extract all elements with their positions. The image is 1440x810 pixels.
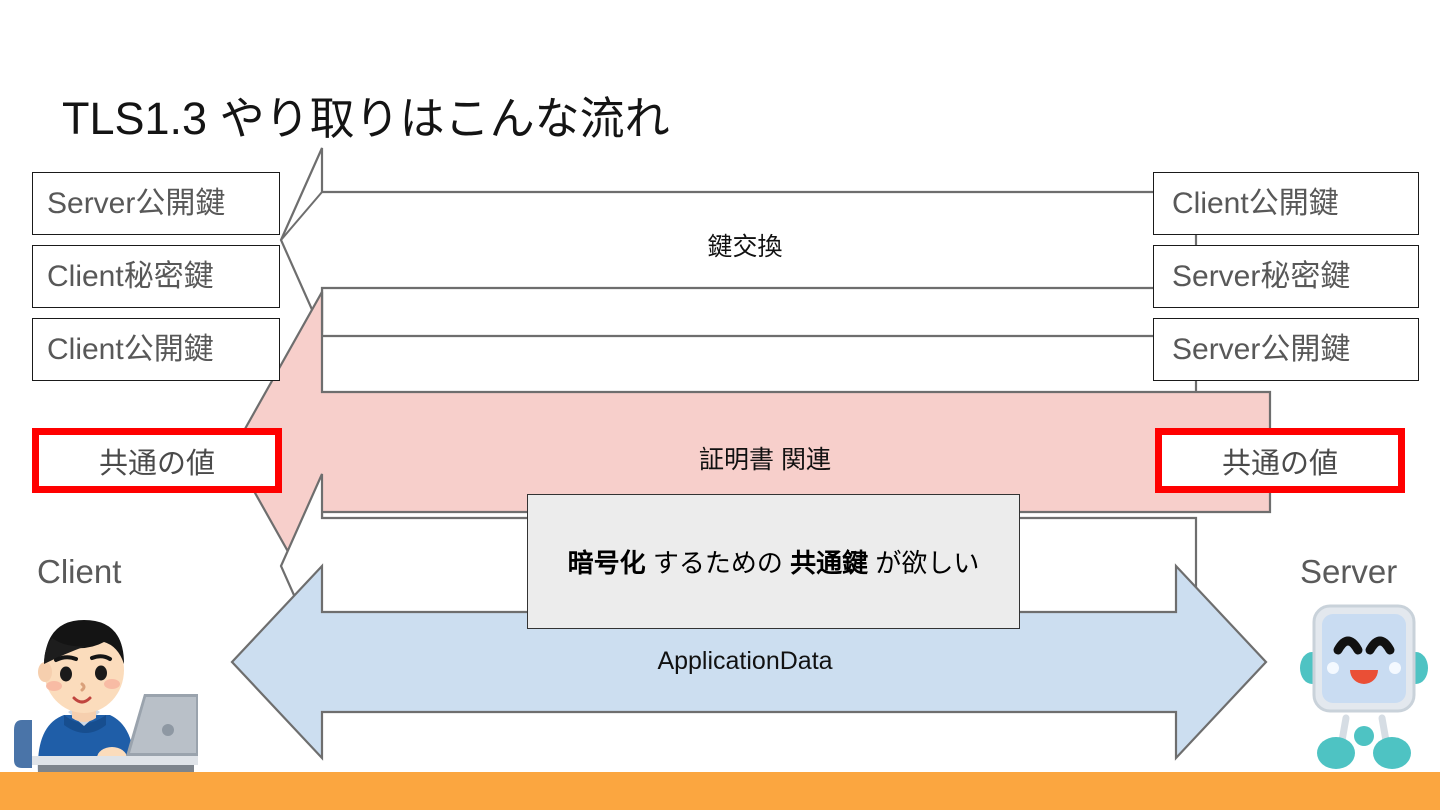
- left-shared-value-box[interactable]: 共通の値: [32, 428, 282, 493]
- right-key-box-2[interactable]: Server公開鍵: [1153, 318, 1419, 381]
- right-key-box-1-label: Server秘密鍵: [1172, 259, 1351, 293]
- right-key-box-0-label: Client公開鍵: [1172, 186, 1339, 220]
- callout-box: 暗号化 するための 共通鍵 が欲しい: [527, 494, 1020, 629]
- left-key-box-0[interactable]: Server公開鍵: [32, 172, 280, 235]
- callout-plain-1: するための: [645, 548, 791, 578]
- callout-bold-2: 共通鍵: [790, 548, 869, 578]
- person-at-laptop-icon: [14, 620, 198, 773]
- flow-label-certificate: 証明書 関連: [620, 440, 910, 476]
- flow-label-certificate-text: 証明書 関連: [699, 446, 831, 474]
- callout-bold-1: 暗号化: [567, 548, 646, 578]
- flow-label-application-data-text: ApplicationData: [657, 647, 833, 675]
- left-shared-value-label: 共通の値: [98, 447, 215, 480]
- left-key-box-1-label: Client秘密鍵: [47, 259, 214, 293]
- right-shared-value-box[interactable]: 共通の値: [1155, 428, 1405, 493]
- client-label-text: Client: [37, 553, 122, 590]
- right-key-box-1[interactable]: Server秘密鍵: [1153, 245, 1419, 308]
- page-title: TLS1.3 やり取りはこんな流れ: [62, 82, 670, 147]
- flow-label-key-exchange-text: 鍵交換: [707, 233, 783, 261]
- flow-label-application-data: ApplicationData: [600, 647, 890, 676]
- left-key-box-1[interactable]: Client秘密鍵: [32, 245, 280, 308]
- left-key-box-2-label: Client公開鍵: [47, 332, 214, 366]
- callout-text: 暗号化 するための 共通鍵 が欲しい: [568, 543, 980, 580]
- callout-plain-2: が欲しい: [868, 548, 980, 578]
- right-key-box-0[interactable]: Client公開鍵: [1153, 172, 1419, 235]
- robot-server-icon: [1300, 604, 1428, 769]
- flow-label-key-exchange: 鍵交換: [600, 227, 890, 263]
- page-title-text: TLS1.3 やり取りはこんな流れ: [62, 93, 670, 144]
- client-label: Client: [37, 553, 121, 591]
- left-key-box-2[interactable]: Client公開鍵: [32, 318, 280, 381]
- server-label: Server: [1300, 553, 1397, 591]
- left-key-box-0-label: Server公開鍵: [47, 186, 226, 220]
- bottom-accent-bar: [0, 772, 1440, 810]
- right-key-box-2-label: Server公開鍵: [1172, 332, 1351, 366]
- right-shared-value-label: 共通の値: [1221, 447, 1338, 480]
- server-label-text: Server: [1300, 553, 1398, 590]
- connector-line-top: [280, 191, 323, 241]
